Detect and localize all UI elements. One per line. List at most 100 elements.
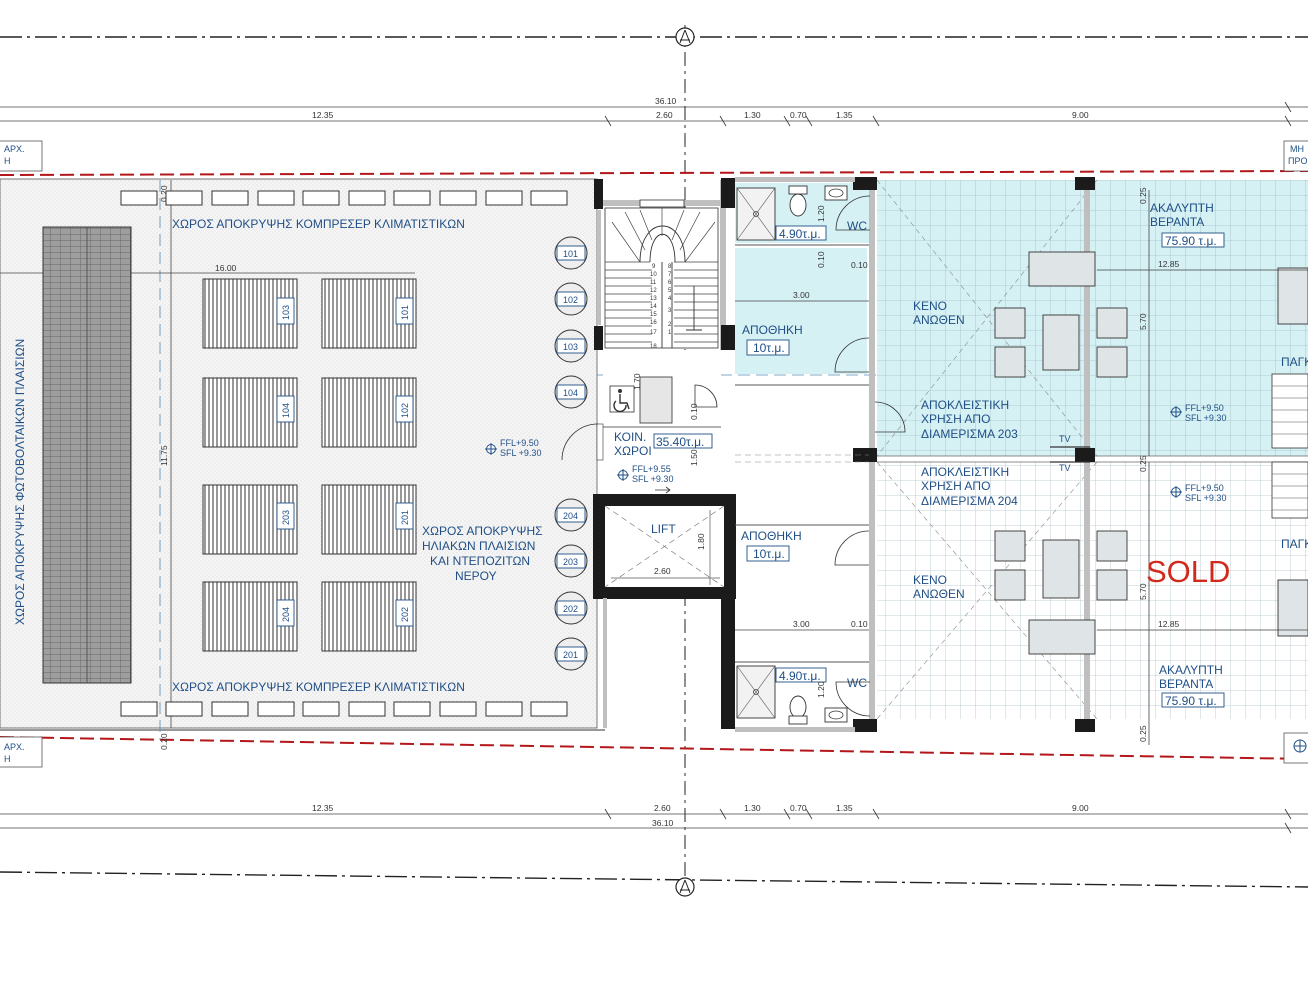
shower-bottom-area: 4.90τ.μ.	[779, 669, 821, 683]
veranda-bottom-area: 75.90 τ.μ.	[1165, 694, 1217, 708]
property-lines	[0, 170, 1308, 760]
dim-wc-bottom: 1.20	[816, 681, 826, 698]
solar-heater-grid: 103 101 104 102 203 201	[202, 278, 417, 652]
stair-num-13: 13	[650, 296, 657, 302]
stair-num-4: 4	[668, 296, 672, 302]
edge-left-top-line1: ΑΡΧ.	[4, 144, 25, 154]
roof-level-ffl: FFL+9.50	[500, 438, 539, 448]
tv-top-label: TV	[1059, 434, 1071, 444]
stair-num-15: 15	[650, 312, 657, 318]
common-label-line2: ΧΩΡΟΙ	[614, 444, 652, 458]
dim-storage-bottom: 3.00	[793, 619, 810, 629]
dim-gap-top-h: 0.10	[851, 260, 868, 270]
edge-left-top-line2: Η	[4, 156, 11, 166]
solar-label-line4: ΝΕΡΟΥ	[455, 569, 497, 583]
bottom-unit-ffl: FFL+9.50	[1185, 483, 1224, 493]
unit-bottom: 4.90τ.μ. 1.20 WC 3.00 0.10 ΑΠΟΘΗΚΗ 10τ.μ…	[735, 455, 1308, 745]
compressor-label-top: ΧΩΡΟΣ ΑΠΟΚΡΥΨΗΣ ΚΟΜΠΡΕΣΕΡ ΚΛΙΜΑΤΙΣΤΙΚΩΝ	[172, 217, 465, 231]
exclusive-top-line2: ΧΡΗΣΗ ΑΠΟ	[921, 412, 990, 426]
shower-top	[736, 187, 776, 241]
tank-tag-202: 202	[554, 591, 588, 625]
tank-tag-101: 101	[554, 236, 588, 270]
exclusive-top-line3: ΔΙΑΜΕΡΙΣΜΑ 203	[921, 427, 1018, 441]
dim-gap-top-v: 0.10	[816, 251, 826, 268]
edge-text-top: ΠΑΓΚ	[1281, 355, 1308, 369]
dim-veranda-depth-top: 5.70	[1138, 313, 1148, 330]
dining-set-top	[994, 251, 1308, 378]
dim-top-total: 36.10	[655, 96, 677, 106]
dimension-top: 36.10 12.35 2.60 1.30 0.70 1.35 9.00	[0, 96, 1308, 127]
dim-top-seg-5: 1.35	[836, 110, 853, 120]
void-crosses	[876, 179, 1098, 720]
stair-num-1: 1	[668, 330, 672, 336]
tank-tag-204: 204	[554, 498, 588, 532]
storage-bottom-label: ΑΠΟΘΗΚΗ	[741, 529, 802, 543]
core-level-ffl: FFL+9.55	[632, 464, 671, 474]
axis-marker-top	[675, 27, 695, 47]
sold-stamp: SOLD	[1146, 554, 1230, 589]
void-top-line2: ΑΝΩΘΕΝ	[913, 313, 965, 327]
wc-top-label: WC	[847, 219, 867, 233]
dim-veranda-edge-top: 0.25	[1138, 187, 1148, 204]
axis-marker-bottom	[675, 877, 695, 897]
edge-label-left-bottom: ΑΡΧ. Η	[0, 736, 43, 768]
solar-label-line3: ΚΑΙ ΝΤΕΠΟΖΙΤΩΝ	[430, 554, 530, 568]
dim-bottom-seg-2: 2.60	[654, 803, 671, 813]
tank-tag-103-text: 103	[563, 342, 578, 352]
solar-heater-102: 102	[321, 377, 417, 448]
basin-top-icon	[824, 185, 848, 201]
shower-bottom	[736, 665, 776, 719]
stair-num-6: 6	[668, 280, 672, 286]
exclusive-bottom-line1: ΑΠΟΚΛΕΙΣΤΙΚΗ	[921, 465, 1009, 479]
edge-label-right-top: ΜΗ ΠΡΟ	[1283, 140, 1308, 172]
solar-heater-tag-203: 203	[281, 510, 291, 525]
storage-bottom-area: 10τ.μ.	[753, 547, 785, 561]
dim-veranda-bottom: 12.85	[1158, 619, 1180, 629]
wheelchair-icon	[609, 385, 635, 413]
dim-bottom-seg-5: 1.35	[836, 803, 853, 813]
level-marker-bottom-unit: FFL+9.50 SFL +9.30	[1170, 483, 1226, 503]
dim-bottom-seg-1: 12.35	[312, 803, 334, 813]
dim-veranda-depth-bottom: 5.70	[1138, 583, 1148, 600]
dim-bottom-total: 36.10	[652, 818, 674, 828]
stair-num-17: 17	[650, 330, 657, 336]
stair-num-9: 9	[652, 264, 656, 270]
tank-tag-101-text: 101	[563, 249, 578, 259]
roof-level-sfl: SFL +9.30	[500, 448, 541, 458]
dim-bottom-seg-6: 9.00	[1072, 803, 1089, 813]
stair-num-16: 16	[650, 320, 657, 326]
exclusive-bottom-line3: ΔΙΑΜΕΡΙΣΜΑ 204	[921, 494, 1018, 508]
stair-num-8: 8	[668, 264, 672, 270]
dim-wc-top: 1.20	[816, 205, 826, 222]
edge-right-top-line2: ΠΡΟ	[1288, 156, 1308, 166]
pv-label: ΧΩΡΟΣ ΑΠΟΚΡΥΨΗΣ ΦΩΤΟΒΟΛΤΑΙΚΩΝ ΠΛΑΙΣΙΩΝ	[13, 339, 27, 625]
dim-edge-top: 0.20	[159, 185, 169, 202]
common-area-size: 35.40τ.μ.	[656, 435, 704, 449]
solar-heater-202: 202	[321, 581, 417, 652]
solar-label-line2: ΗΛΙΑΚΩΝ ΠΛΑΙΣΙΩΝ	[422, 539, 535, 553]
stair-num-18: 18	[650, 344, 657, 350]
dim-top-seg-1: 12.35	[312, 110, 334, 120]
tank-tag-203: 203	[554, 544, 588, 578]
shower-top-area: 4.90τ.μ.	[779, 227, 821, 241]
top-unit-ffl: FFL+9.50	[1185, 403, 1224, 413]
dim-corridor: 1.50	[689, 449, 699, 466]
veranda-top-area: 75.90 τ.μ.	[1165, 234, 1217, 248]
stair-num-11: 11	[650, 280, 657, 286]
compressor-row-bottom	[120, 701, 568, 717]
dim-veranda-edge-bottom: 0.25	[1138, 725, 1148, 742]
stair-num-3: 3	[668, 308, 672, 314]
solar-heater-tag-104: 104	[281, 403, 291, 418]
tank-tag-102-text: 102	[563, 295, 578, 305]
dim-lift-width: 2.60	[654, 566, 671, 576]
solar-heater-204: 204	[202, 581, 298, 652]
dim-storage-top: 3.00	[793, 290, 810, 300]
tank-tag-204-text: 204	[563, 511, 578, 521]
stair-num-14: 14	[650, 304, 657, 310]
tank-tag-201-text: 201	[563, 650, 578, 660]
axis-markers	[675, 27, 695, 897]
top-unit-sfl: SFL +9.30	[1185, 413, 1226, 423]
dimension-bottom: 12.35 2.60 1.30 0.70 1.35 9.00 36.10	[0, 803, 1308, 834]
dim-lift-depth: 1.80	[696, 533, 706, 550]
